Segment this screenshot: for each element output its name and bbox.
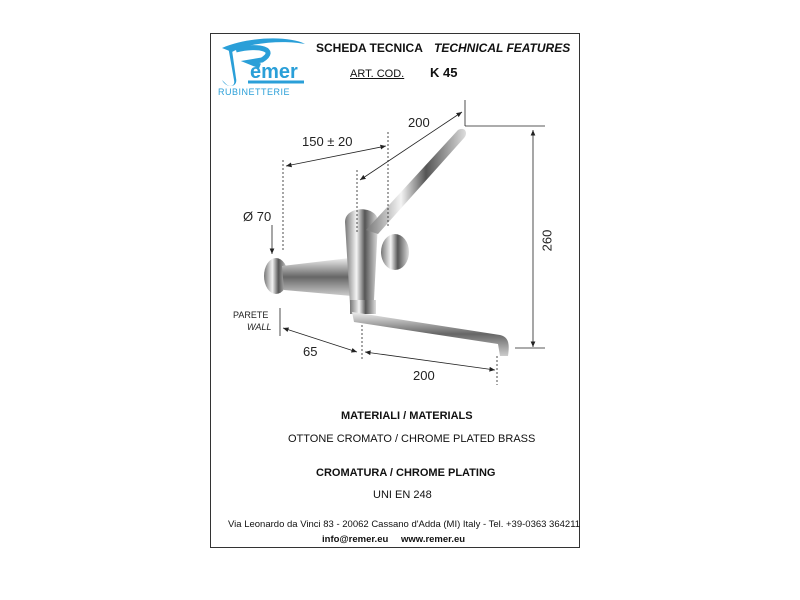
logo-subtitle: RUBINETTERIE: [218, 87, 291, 97]
footer-email[interactable]: info@remer.eu: [322, 534, 389, 545]
dimension-lines: [269, 100, 545, 385]
title-english: TECHNICAL FEATURES: [434, 41, 571, 55]
materials-value: OTTONE CROMATO / CHROME PLATED BRASS: [288, 433, 536, 445]
art-cod-value: K 45: [430, 65, 458, 80]
dim-wall-offset: 65: [303, 344, 318, 359]
dim-distance: 150 ± 20: [302, 134, 353, 149]
dim-height: 260: [539, 229, 555, 252]
plating-heading: CROMATURA / CHROME PLATING: [316, 467, 496, 479]
wall-label-en: WALL: [247, 322, 272, 332]
datasheet-frame: [210, 33, 580, 548]
remer-logo: emer: [222, 38, 305, 86]
wall-label-it: PARETE: [233, 310, 269, 320]
dim-diameter: Ø 70: [243, 209, 272, 224]
dim-handle: 200: [408, 115, 430, 130]
materials-heading: MATERIALI / MATERIALS: [341, 410, 473, 422]
footer-website[interactable]: www.remer.eu: [401, 534, 466, 545]
dim-spout: 200: [413, 368, 435, 383]
plating-value: UNI EN 248: [373, 489, 432, 501]
art-cod-label: ART. COD.: [350, 68, 405, 80]
title-italian: SCHEDA TECNICA: [316, 41, 423, 55]
footer-address: Via Leonardo da Vinci 83 - 20062 Cassano…: [228, 519, 581, 530]
svg-text:emer: emer: [250, 61, 298, 83]
